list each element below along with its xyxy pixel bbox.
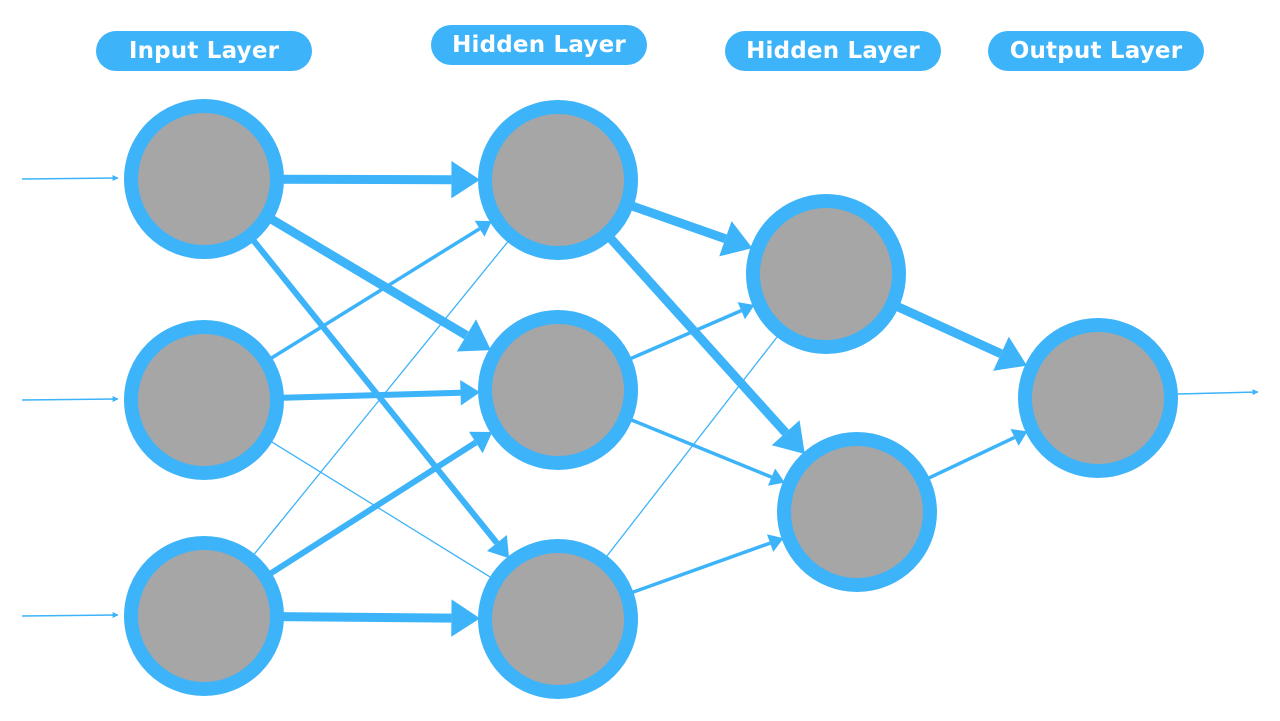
connection-edge <box>250 240 510 559</box>
neuron-L0-N0 <box>124 99 284 259</box>
connection-edge <box>924 429 1028 482</box>
neuron-L2-N1 <box>777 432 937 592</box>
neuron-L1-N2 <box>478 539 638 699</box>
neuron-L0-N1 <box>124 320 284 480</box>
layer-label-hidden-1: Hidden Layer <box>431 25 647 65</box>
neuron-L1-N0 <box>478 100 638 260</box>
connection-edge <box>278 380 481 406</box>
connection-line <box>628 541 771 596</box>
layer-label-hidden-2: Hidden Layer <box>725 31 941 71</box>
connection-arrowhead <box>460 380 481 406</box>
connection-edge <box>626 416 785 486</box>
neuron-L0-N2 <box>124 536 284 696</box>
connection-edge <box>248 235 510 559</box>
connection-edge <box>266 220 492 362</box>
neuron-L3-N0 <box>1018 318 1178 478</box>
connection-arrowhead <box>768 468 785 486</box>
connection-arrowhead <box>993 336 1028 371</box>
connection-line <box>626 309 742 362</box>
connection-line <box>278 612 452 623</box>
connection-line <box>248 235 500 545</box>
connection-arrowhead <box>474 220 492 237</box>
connection-line <box>250 240 510 559</box>
connection-line <box>266 213 469 340</box>
connection-arrowhead <box>451 599 481 637</box>
input-signal-line <box>21 396 119 403</box>
layer-label-input: Input Layer <box>96 31 312 71</box>
connection-line <box>604 232 790 436</box>
connection-line <box>267 438 493 579</box>
connection-arrowhead <box>719 221 753 257</box>
connection-edge <box>603 335 779 561</box>
input-signal-lines <box>21 175 119 619</box>
neuron-L2-N0 <box>746 194 906 354</box>
connection-edge <box>626 302 755 362</box>
connection-arrowhead <box>468 431 493 454</box>
connection-line <box>265 439 478 579</box>
connection-arrowhead <box>771 420 805 455</box>
input-signal-line <box>21 612 119 619</box>
connection-arrowhead <box>456 319 491 352</box>
connections <box>248 160 1028 637</box>
neurons <box>124 99 1178 699</box>
connection-edge <box>278 599 481 637</box>
neuron-L1-N1 <box>478 310 638 470</box>
output-signal-lines <box>1177 389 1259 396</box>
connection-edge <box>627 200 753 257</box>
connection-arrowhead <box>486 535 510 559</box>
connection-edge <box>278 160 481 199</box>
connection-edge <box>892 301 1028 371</box>
connection-line <box>924 435 1016 482</box>
connection-edge <box>604 232 805 455</box>
connection-edge <box>265 431 493 579</box>
connection-arrowhead <box>451 160 481 199</box>
layer-label-output: Output Layer <box>988 31 1204 71</box>
output-signal-line <box>1177 389 1259 396</box>
connection-arrowhead <box>1010 429 1028 446</box>
connection-arrowhead <box>766 534 784 552</box>
connection-line <box>627 200 727 243</box>
connection-line <box>266 227 481 362</box>
connection-edge <box>267 438 493 579</box>
connection-line <box>278 389 461 401</box>
input-signal-line <box>21 175 119 182</box>
connection-line <box>603 335 779 561</box>
connection-line <box>626 416 773 479</box>
connection-edge <box>266 213 491 352</box>
connection-line <box>892 301 1003 358</box>
connection-edge <box>628 534 784 596</box>
connection-arrowhead <box>737 302 755 320</box>
